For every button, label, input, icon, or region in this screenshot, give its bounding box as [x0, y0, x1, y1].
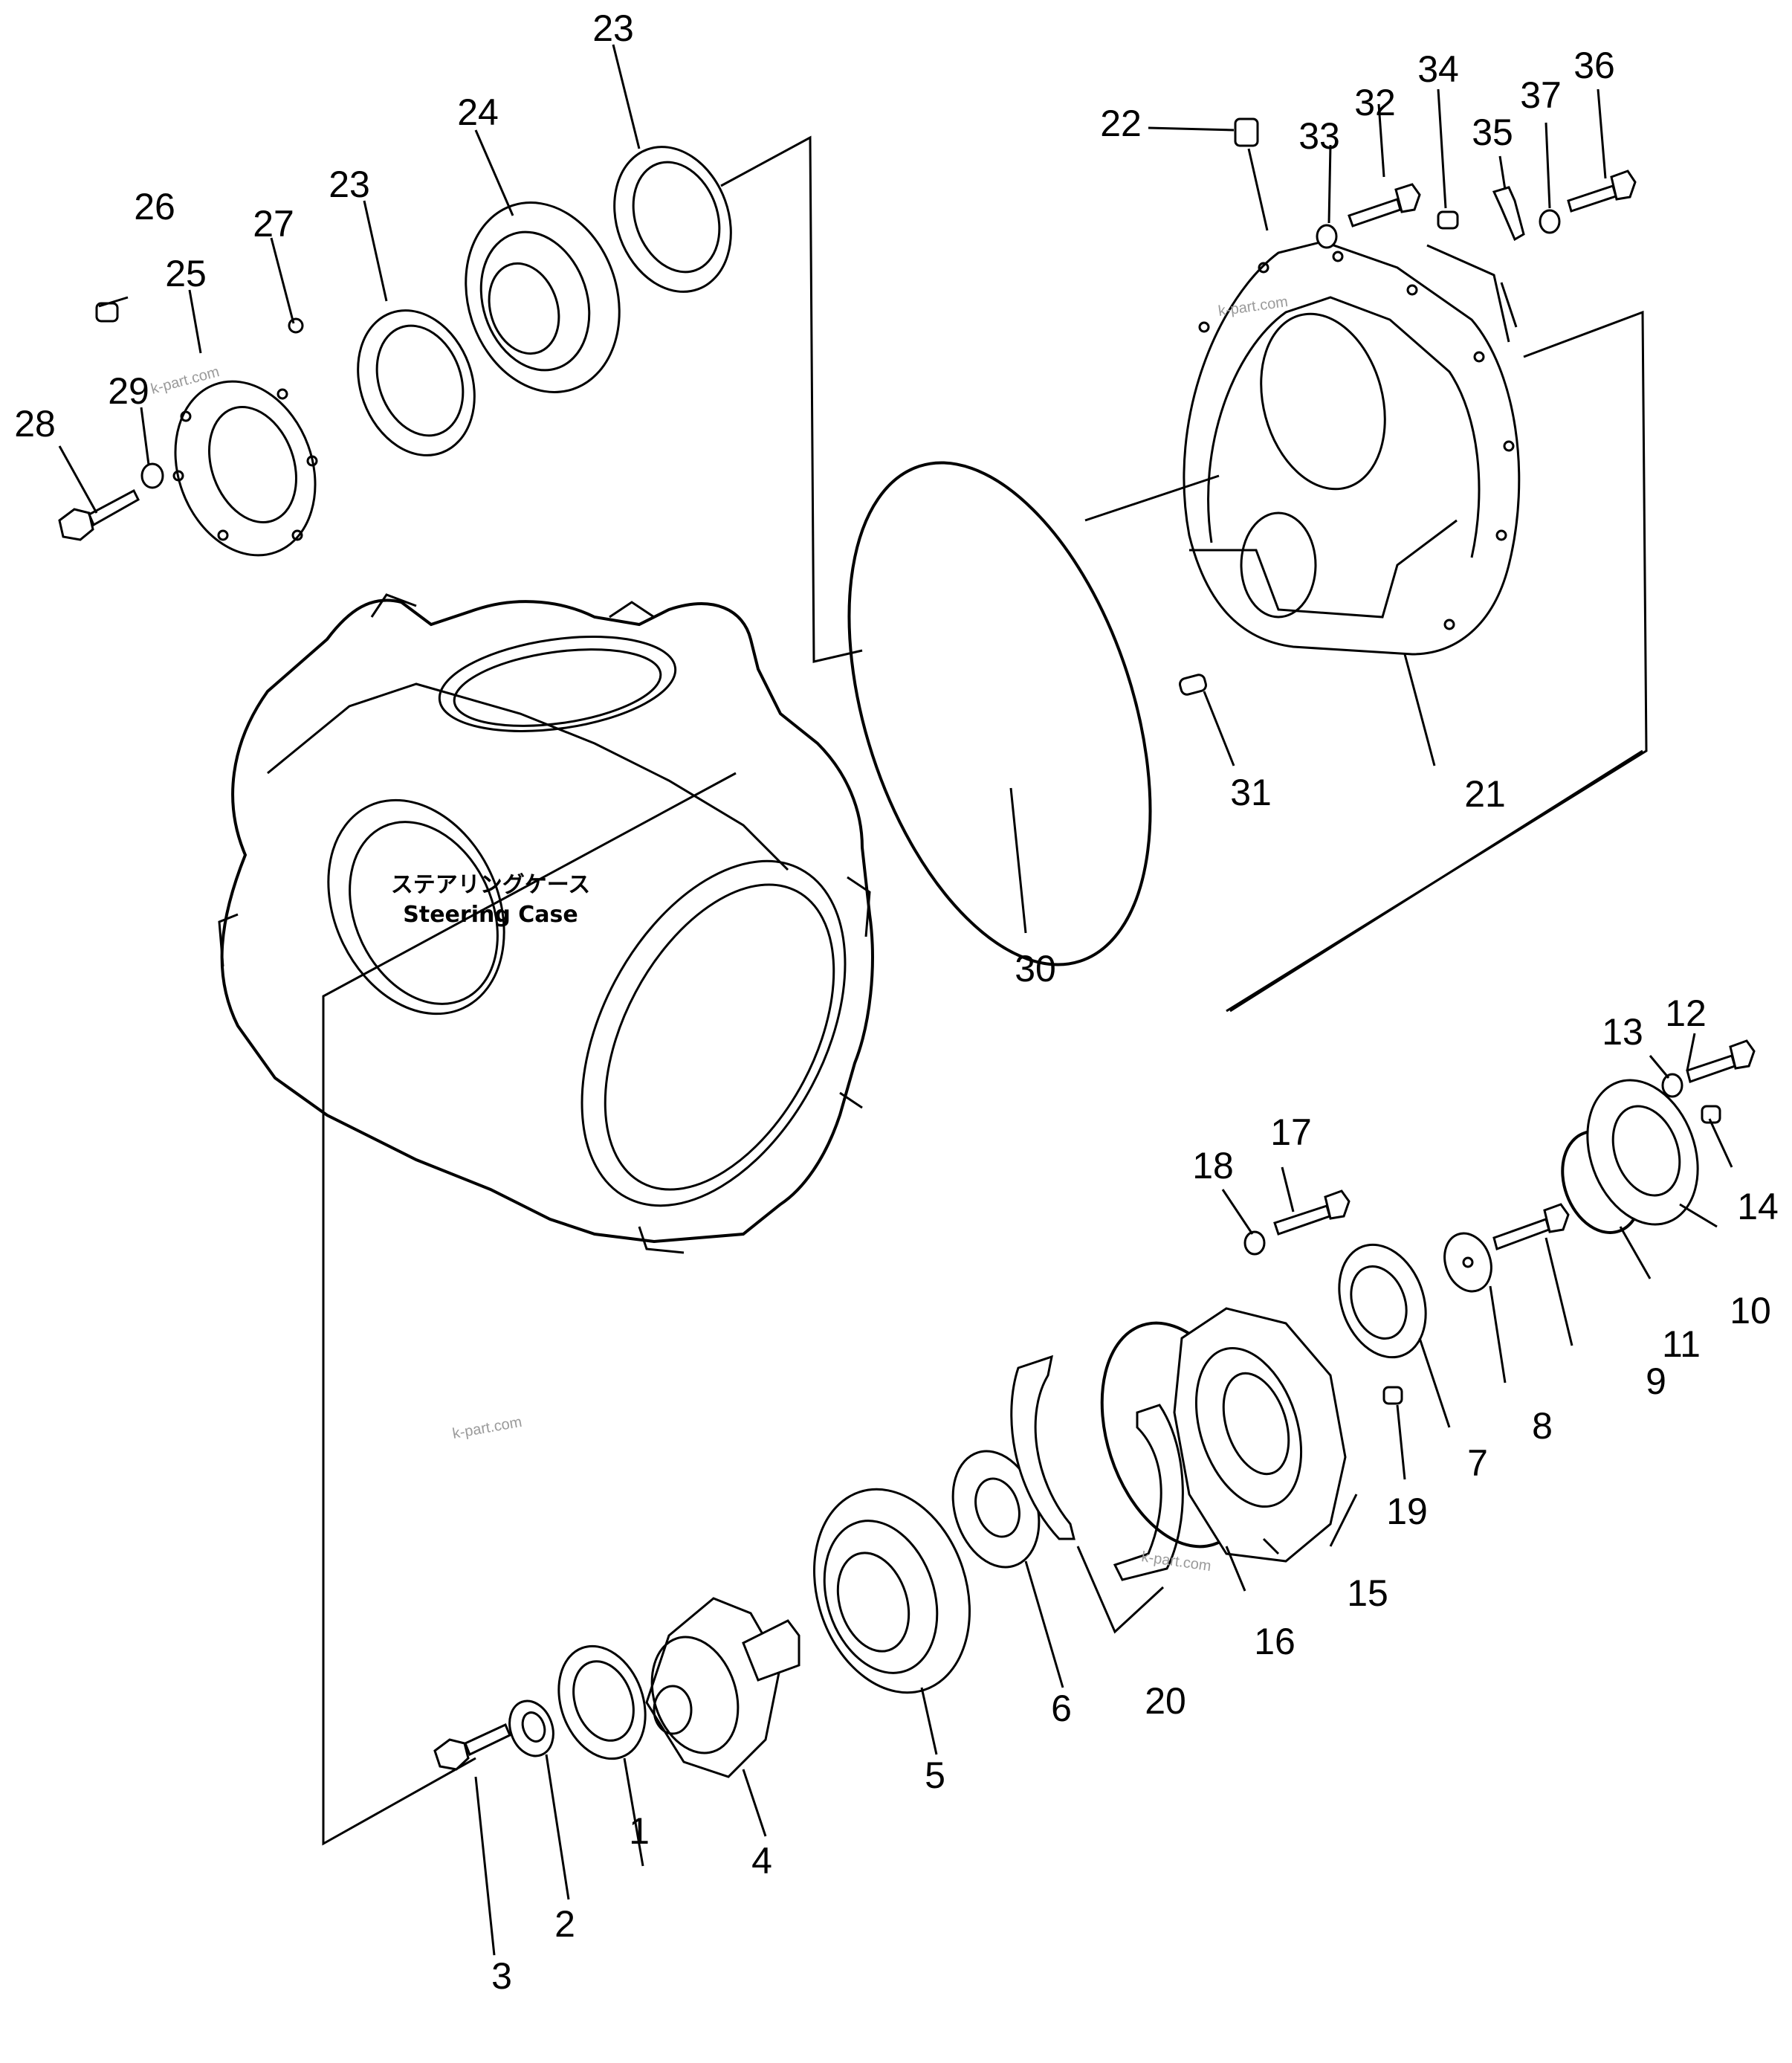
part-label-2: 2 [554, 1903, 575, 1945]
bolt-36 [1567, 170, 1637, 213]
leader-bolt-group [1426, 244, 1510, 343]
bolt-3 [433, 1723, 511, 1771]
part-label-27: 27 [253, 203, 294, 245]
part-label-18: 18 [1192, 1145, 1234, 1187]
plug-34 [1437, 210, 1459, 230]
washer-33 [1316, 224, 1338, 249]
part-label-33: 33 [1298, 115, 1340, 157]
washer-2 [508, 1699, 554, 1757]
part-label-12: 12 [1665, 992, 1707, 1034]
bolt-9 [1492, 1203, 1570, 1250]
part-label-24: 24 [457, 91, 499, 133]
part-label-36: 36 [1573, 45, 1615, 86]
part-label-32: 32 [1354, 82, 1396, 123]
part-label-35: 35 [1472, 112, 1513, 153]
o-ring-30 [847, 461, 1152, 966]
bolt-28 [58, 488, 140, 541]
breather-22 [1234, 117, 1259, 147]
part-label-8: 8 [1532, 1405, 1553, 1447]
dowel-31 [1179, 674, 1207, 696]
bearing-23a [357, 309, 476, 456]
washer-13 [1661, 1073, 1683, 1098]
washer-37 [1539, 209, 1561, 234]
bolt-32 [1348, 183, 1421, 227]
o-ring-27 [288, 317, 304, 334]
part-label-5: 5 [925, 1754, 945, 1796]
plug-19 [1382, 1386, 1403, 1405]
pinion-gear-4 [645, 1597, 800, 1778]
bearing-23b [613, 146, 732, 293]
part-label-19: 19 [1386, 1491, 1428, 1532]
bolt-12 [1686, 1039, 1756, 1083]
bearing-5 [813, 1488, 971, 1694]
part-label-21: 21 [1464, 773, 1506, 815]
watermark-3: k-part.com [451, 1414, 523, 1442]
cover-25 [172, 380, 318, 557]
part-label-25: 25 [165, 253, 207, 294]
bracket-35 [1492, 186, 1525, 242]
leader-22b [1247, 148, 1269, 231]
shim-20a [1010, 1355, 1075, 1540]
part-label-14: 14 [1737, 1186, 1779, 1227]
part-label-10: 10 [1730, 1290, 1771, 1331]
washer-29 [140, 462, 164, 489]
leader-20 [1076, 1546, 1165, 1634]
part-label-13: 13 [1602, 1011, 1643, 1053]
part-label-37: 37 [1520, 74, 1562, 116]
part-label-22: 22 [1100, 103, 1142, 144]
cage-15 [1173, 1307, 1347, 1563]
leader-bolt-group-b [1500, 282, 1518, 328]
part-label-29: 29 [108, 370, 149, 412]
bearing-1 [557, 1644, 647, 1760]
part-label-11: 11 [1662, 1323, 1701, 1365]
part-label-30: 30 [1015, 948, 1056, 989]
part-label-31: 31 [1230, 772, 1272, 813]
part-label-6: 6 [1051, 1688, 1072, 1729]
bearing-7 [1338, 1243, 1427, 1359]
washer-18 [1243, 1230, 1266, 1256]
part-label-20: 20 [1145, 1680, 1186, 1722]
part-label-4: 4 [751, 1840, 772, 1882]
leader-22 [1148, 126, 1235, 132]
part-label-3: 3 [491, 1955, 512, 1997]
part-label-15: 15 [1347, 1572, 1388, 1614]
steering-case-label-jp: ステアリングケース [391, 872, 591, 898]
bracket-line-lower [322, 772, 737, 1846]
part-label-26: 26 [134, 186, 175, 227]
housing-21 [1183, 240, 1521, 656]
part-label-23-left: 23 [329, 164, 370, 205]
leader-lines [58, 44, 1733, 1956]
steering-case: ステアリングケース Steering Case [218, 593, 874, 1254]
part-label-9: 9 [1646, 1360, 1666, 1402]
washer-8 [1443, 1232, 1492, 1293]
part-label-16: 16 [1254, 1621, 1296, 1662]
part-label-28: 28 [14, 403, 56, 445]
part-label-34: 34 [1417, 48, 1459, 90]
bolt-17 [1273, 1189, 1351, 1236]
bracket-line-lower-right [1229, 749, 1643, 1013]
part-label-17: 17 [1270, 1111, 1312, 1153]
part-label-23-top: 23 [592, 7, 634, 49]
part-label-1: 1 [629, 1810, 650, 1852]
part-number-labels: 1 2 3 4 5 6 7 8 9 10 11 12 13 14 15 16 1… [14, 7, 1779, 1997]
cover-10 [1586, 1079, 1699, 1226]
bracket-line-upper-left [720, 135, 863, 663]
axis-line-housing [1084, 474, 1220, 522]
gear-24 [465, 201, 621, 393]
part-label-7: 7 [1467, 1442, 1488, 1484]
